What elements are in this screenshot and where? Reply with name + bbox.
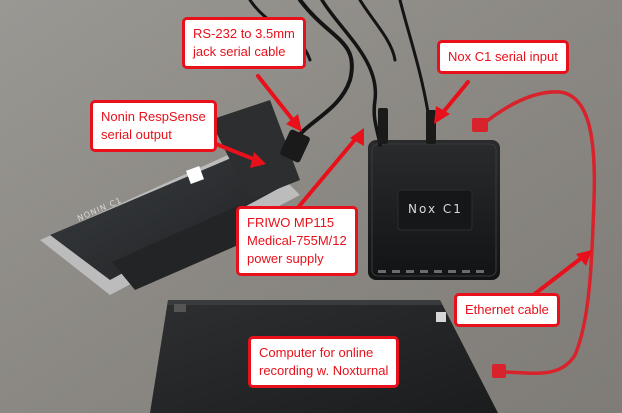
ethernet-cable bbox=[476, 90, 597, 375]
callout-nonin-serial-output-line-1: Nonin RespSense bbox=[101, 109, 206, 124]
callout-computer: Computer for online recording w. Noxturn… bbox=[248, 336, 400, 388]
callout-power-supply: FRIWO MP115 Medical-755M/12 power supply bbox=[236, 206, 358, 276]
power-plug bbox=[378, 108, 388, 144]
jack-plug bbox=[426, 110, 436, 144]
nox-c1-device bbox=[368, 140, 500, 280]
ethernet-plug-bottom bbox=[492, 364, 506, 378]
callout-power-supply-line-1: FRIWO MP115 bbox=[247, 215, 335, 230]
callout-nonin-serial-output-line-2: serial output bbox=[101, 127, 172, 142]
callout-power-supply-line-2: Medical-755M/12 bbox=[247, 233, 347, 248]
callout-ethernet-cable-line-1: Ethernet cable bbox=[465, 302, 549, 317]
callout-ethernet-cable: Ethernet cable bbox=[454, 293, 560, 327]
callout-nox-serial-input: Nox C1 serial input bbox=[437, 40, 569, 74]
callout-nox-serial-input-line-1: Nox C1 serial input bbox=[448, 49, 558, 64]
nonin-respsense-device bbox=[40, 100, 300, 295]
callout-serial-cable-line-2: jack serial cable bbox=[193, 44, 286, 59]
callout-arrows bbox=[204, 74, 592, 298]
nox-device-label: Nox C1 bbox=[408, 202, 463, 216]
callout-serial-cable-line-1: RS-232 to 3.5mm bbox=[193, 26, 295, 41]
callout-computer-line-2: recording w. Noxturnal bbox=[259, 363, 389, 378]
callout-power-supply-line-3: power supply bbox=[247, 251, 324, 266]
callout-nonin-serial-output: Nonin RespSense serial output bbox=[90, 100, 217, 152]
callout-serial-cable: RS-232 to 3.5mm jack serial cable bbox=[182, 17, 306, 69]
ethernet-plug-top bbox=[472, 118, 488, 132]
serial-connector bbox=[280, 129, 310, 163]
callout-computer-line-1: Computer for online bbox=[259, 345, 374, 360]
